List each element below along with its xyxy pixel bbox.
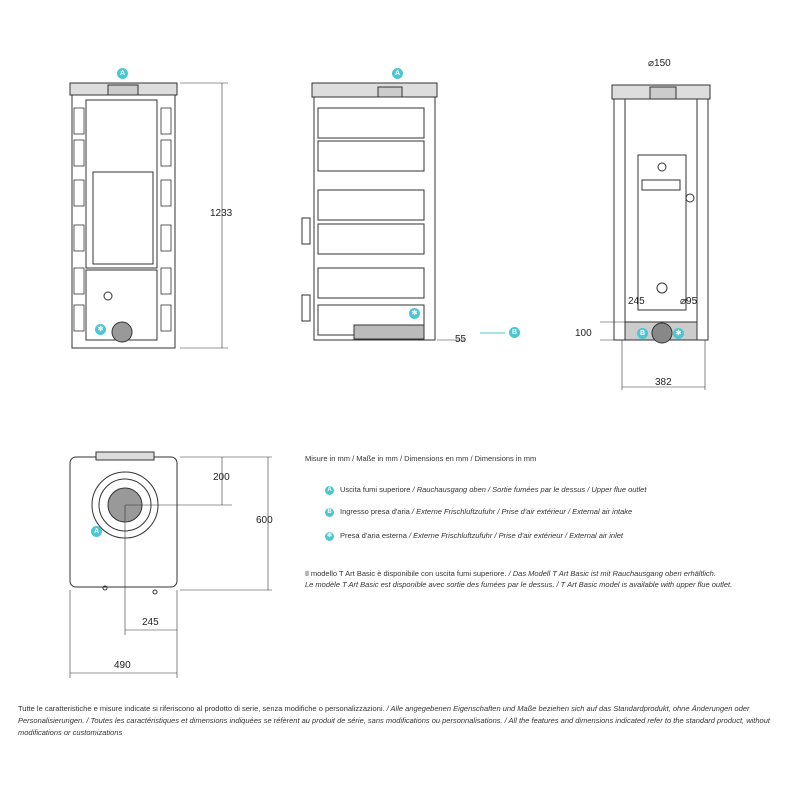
- dim-flue-diameter: ⌀150: [648, 58, 671, 69]
- air-inlet-icon-side: ✻: [409, 308, 420, 319]
- legend-translations: / Externe Frischluftzufuhr / Prise d'air…: [409, 507, 633, 516]
- legend-item-a: A Uscita fumi superiore / Rauchausgang ob…: [325, 485, 646, 495]
- legend-main: Presa d'aria esterna: [340, 531, 407, 540]
- air-inlet-icon-back: ✻: [673, 328, 684, 339]
- front-view: [69, 82, 228, 349]
- badge-a-top: A: [91, 526, 102, 537]
- legend-main: Ingresso presa d'aria: [340, 507, 410, 516]
- footer-italic: / Alle angegebenen Eigenschaften und Maß…: [18, 704, 770, 737]
- footer-disclaimer: Tutte le caratteristiche e misure indica…: [18, 703, 788, 739]
- air-inlet-icon-front: ✻: [95, 324, 106, 335]
- model-note-1: Il modello T Art Basic è disponibile con…: [305, 569, 716, 578]
- model-note-2: Le modèle T Art Basic est disponible ave…: [305, 580, 733, 589]
- dim-rear-offset: 245: [628, 296, 645, 307]
- legend-translations: / Externe Frischluftzufuhr / Prise d'air…: [406, 531, 623, 540]
- legend-item-b: B Ingresso presa d'aria / Externe Frischl…: [325, 507, 632, 517]
- dim-depth: 600: [256, 515, 273, 526]
- side-view: [301, 82, 505, 341]
- legend-item-air-inlet: ✻ Presa d'aria esterna / Externe Frischlu…: [325, 531, 623, 541]
- dim-air-height: 100: [575, 328, 592, 339]
- legend-translations: / Rauchausgang oben / Sortie fumées par …: [410, 485, 647, 494]
- badge-a: A: [325, 485, 334, 495]
- badge-b-back: B: [637, 328, 648, 339]
- legend-main: Uscita fumi superiore: [340, 485, 411, 494]
- dim-top-245: 245: [142, 617, 159, 628]
- dim-air-diameter: ⌀95: [680, 296, 698, 307]
- note-italic: / Das Modell T Art Basic ist mit Rauchau…: [506, 569, 716, 578]
- note-main: Il modello T Art Basic è disponibile con…: [305, 569, 507, 578]
- footer-main: Tutte le caratteristiche e misure indica…: [18, 704, 385, 713]
- units-note: Misure in mm / Maße in mm / Dimensions e…: [305, 454, 537, 463]
- top-view: [69, 451, 272, 678]
- dim-side-offset: 55: [455, 334, 467, 345]
- badge-b: B: [509, 327, 520, 338]
- dim-top-offset: 200: [213, 472, 230, 483]
- badge-b-legend: B: [325, 507, 334, 517]
- air-inlet-icon: ✻: [325, 531, 334, 541]
- badge-a-side: A: [392, 68, 403, 79]
- dim-width: 490: [114, 660, 131, 671]
- dim-height: 1233: [210, 208, 233, 219]
- back-view: [600, 84, 711, 390]
- dim-rear-width: 382: [655, 377, 672, 388]
- badge-a-front: A: [117, 68, 128, 79]
